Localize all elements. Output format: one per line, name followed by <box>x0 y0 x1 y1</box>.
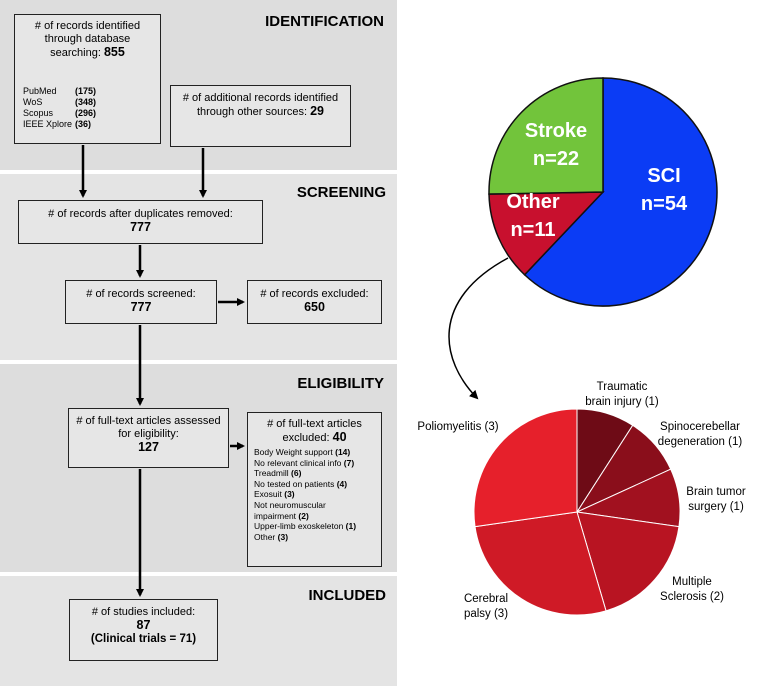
pie-value-other: n=11 <box>510 219 555 241</box>
section-identification: IDENTIFICATION <box>265 13 384 30</box>
pie-other-label: Poliomyelitis (3) <box>417 421 498 433</box>
section-screening: SCREENING <box>296 184 386 201</box>
clinical-trials-note: (Clinical trials = 71) <box>90 633 197 645</box>
studies-included-box: # of studies included: 87 (Clinical tria… <box>69 599 218 661</box>
records-screened-box: # of records screened: 777 <box>65 280 217 324</box>
exclusion-reason: Not neuromuscular <box>254 499 326 510</box>
main-pie: SCI n=54 Other n=11 Stroke n=22 <box>488 77 718 307</box>
studies-included-count: 87 <box>136 618 151 632</box>
pie-label-stroke: Stroke <box>525 120 587 142</box>
records-screened-count: 777 <box>130 300 152 314</box>
pie-other-label: brain injury (1) <box>585 396 659 408</box>
duplicates-removed-count: 777 <box>130 220 151 234</box>
pie-other-label: palsy (3) <box>464 608 508 620</box>
database-records-box: # of records identified through database… <box>14 14 161 144</box>
database-source-list: PubMed(175) WoS(348) Scopus(296) IEEE Xp… <box>23 86 96 130</box>
exclusion-reason: impairment (2) <box>254 510 309 521</box>
records-screened-text: # of records screened: <box>86 288 196 300</box>
exclusion-reason: Body Weight support (14) <box>254 447 351 457</box>
pie-label-other: Other <box>506 191 560 213</box>
source-row: PubMed(175) <box>23 86 97 96</box>
exclusion-reason: Treadmill (6) <box>254 468 302 479</box>
additional-records-count: 29 <box>310 104 325 118</box>
pie-other-label: degeneration (1) <box>658 436 743 448</box>
pie-value-stroke: n=22 <box>533 148 579 170</box>
exclusion-reason: Upper-limb exoskeleton (1) <box>254 521 357 532</box>
pie-slice-poliomyelitis-3 <box>473 408 578 528</box>
other-breakdown-pie <box>473 408 681 616</box>
pie-other-label: Spinocerebellar <box>660 421 740 433</box>
database-records-count: 855 <box>103 45 125 59</box>
pie-slice-stroke <box>488 77 604 195</box>
records-excluded-box: # of records excluded: 650 <box>247 280 382 324</box>
pie-label-sci: SCI <box>647 165 680 187</box>
fulltext-assessed-count: 127 <box>138 440 159 454</box>
section-eligibility: ELIGIBILITY <box>297 375 384 392</box>
pie-value-sci: n=54 <box>641 193 688 215</box>
duplicates-removed-box: # of records after duplicates removed: 7… <box>18 200 263 244</box>
records-excluded-text: # of records excluded: <box>260 288 369 300</box>
records-excluded-count: 650 <box>304 300 325 314</box>
database-records-text: # of records identified through database… <box>34 20 141 59</box>
exclusion-reason: No relevant clinical info (7) <box>254 457 355 468</box>
additional-records-text: # of additional records identified throu… <box>182 92 339 118</box>
pie-other-label: Multiple <box>672 576 712 588</box>
source-row: Scopus(296) <box>23 108 97 118</box>
fulltext-assessed-box: # of full-text articles assessed for eli… <box>68 408 229 468</box>
fulltext-excluded-count: 40 <box>332 430 347 444</box>
pie-slice-sci <box>523 77 718 307</box>
exclusion-reasons-list: Body Weight support (14) No relevant cli… <box>248 447 381 542</box>
pie-other-label: Cerebral <box>464 593 508 605</box>
exclusion-reason: No tested on patients (4) <box>254 478 348 489</box>
fulltext-assessed-text: # of full-text articles assessed for eli… <box>76 415 221 440</box>
duplicates-removed-text: # of records after duplicates removed: <box>48 208 233 220</box>
source-row: IEEE Xplore(36) <box>23 119 92 129</box>
exclusion-reason: Exosuit (3) <box>254 489 295 500</box>
pie-other-label: surgery (1) <box>688 501 744 513</box>
studies-included-text: # of studies included: <box>91 606 196 618</box>
curved-arrow-to-other-breakdown <box>448 257 509 400</box>
pie-slice-multiple-sclerosis-2 <box>576 511 680 612</box>
fulltext-excluded-text: # of full-text articles excluded: <box>267 418 362 444</box>
additional-records-box: # of additional records identified throu… <box>170 85 351 147</box>
pie-slice-cerebral-palsy-3 <box>474 511 607 616</box>
fulltext-excluded-box: # of full-text articles excluded: 40 Bod… <box>247 412 382 567</box>
pie-other-label: Brain tumor <box>686 486 746 498</box>
pie-other-label: Traumatic <box>597 381 648 393</box>
exclusion-reason: Other (3) <box>254 531 289 542</box>
other-breakdown-labels: Traumatic brain injury (1) Spinocerebellar… <box>417 381 745 620</box>
section-included: INCLUDED <box>308 587 387 604</box>
source-row: WoS(348) <box>23 97 97 107</box>
pie-slice-other <box>488 191 605 276</box>
pie-other-label: Sclerosis (2) <box>660 591 724 603</box>
